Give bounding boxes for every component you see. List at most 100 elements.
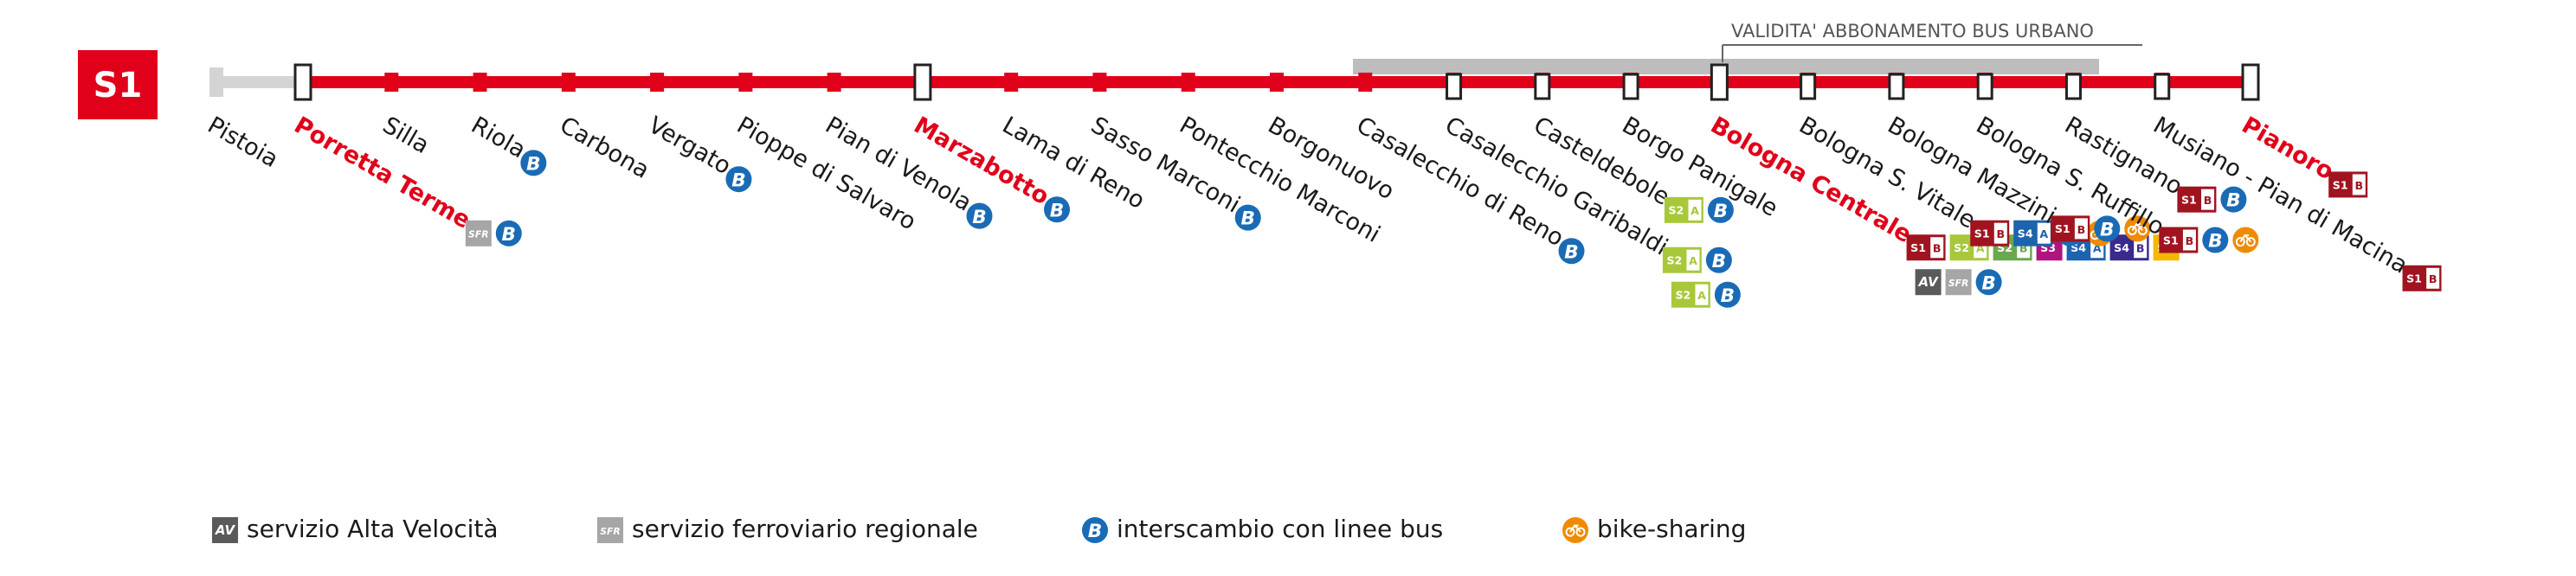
- station-name: Riola: [467, 112, 530, 163]
- bus-interchange-icon: B: [1082, 517, 1108, 543]
- svg-text:S1: S1: [1974, 227, 1990, 240]
- service-s1b-badge: S1 B: [1906, 234, 1946, 261]
- bus-interchange-icon: B: [2202, 227, 2229, 253]
- station-name: Carbona: [555, 112, 654, 184]
- svg-text:S4: S4: [2018, 227, 2033, 240]
- legend-text: servizio Alta Velocità: [247, 515, 499, 543]
- svg-text:A: A: [1689, 254, 1697, 267]
- svg-text:B: B: [1981, 272, 1995, 294]
- bus-interchange-icon: B: [966, 202, 993, 229]
- legend-text: servizio ferroviario regionale: [632, 515, 978, 543]
- svg-text:S2: S2: [1954, 241, 1969, 254]
- service-s2a-badge: S2 A: [1671, 281, 1710, 308]
- bus-interchange-icon: B: [495, 220, 522, 246]
- svg-text:B: B: [1714, 201, 1728, 222]
- bus-interchange-icon: B: [520, 150, 547, 176]
- bike-sharing-icon: [1562, 517, 1588, 543]
- svg-text:B: B: [2077, 223, 2086, 236]
- av-service-icon: AV: [212, 517, 238, 543]
- service-s2a-badge: S2 A: [1664, 196, 1703, 223]
- station-name: Pistoia: [203, 112, 283, 173]
- svg-text:B: B: [1721, 285, 1735, 307]
- bike-sharing-icon: [2232, 227, 2259, 253]
- line-badge: S1: [78, 50, 158, 119]
- svg-text:A: A: [1976, 242, 1985, 255]
- bus-interchange-icon: B: [1714, 281, 1741, 308]
- svg-text:B: B: [2226, 190, 2240, 212]
- svg-text:S1: S1: [2163, 234, 2179, 246]
- bike-sharing-icon: [2124, 215, 2151, 242]
- bus-interchange-icon: B: [1044, 196, 1071, 223]
- svg-text:A: A: [1697, 289, 1706, 302]
- station-name: Vergato: [644, 112, 736, 180]
- svg-text:B: B: [1564, 241, 1578, 263]
- station-name: Sasso Marconi: [1086, 112, 1245, 218]
- svg-text:S1: S1: [2181, 193, 2197, 206]
- svg-text:B: B: [731, 170, 745, 191]
- svg-text:S2: S2: [1666, 254, 1682, 267]
- service-s1b-badge: S1 B: [2159, 227, 2199, 253]
- legend-text: interscambio con linee bus: [1117, 515, 1443, 543]
- bus-interchange-icon: B: [1707, 196, 1734, 223]
- av-service-icon: AV: [1915, 269, 1942, 296]
- svg-text:SFR: SFR: [1948, 278, 1968, 289]
- bus-interchange-icon: B: [1234, 204, 1261, 231]
- station-name: Silla: [378, 112, 434, 159]
- bus-interchange-icon: B: [1705, 246, 1732, 273]
- station-bologna-centrale: Bologna CentraleS1BS2AS2BS3S4AS4BS5AVSFR…: [1706, 63, 2180, 296]
- bus-interchange-icon: B: [725, 166, 752, 193]
- service-s2a-badge: S2 A: [1662, 246, 1702, 273]
- svg-text:A: A: [2093, 242, 2102, 255]
- svg-text:B: B: [526, 154, 540, 176]
- svg-text:B: B: [502, 224, 516, 246]
- svg-text:B: B: [1241, 208, 1255, 230]
- sfr-service-icon: SFR: [1945, 269, 1972, 296]
- legend-item-servizio-alta-velocit: AV servizio Alta Velocità: [212, 515, 499, 543]
- svg-text:AV: AV: [1917, 274, 1939, 290]
- svg-text:AV: AV: [215, 522, 236, 538]
- svg-text:A: A: [1690, 204, 1699, 217]
- svg-text:B: B: [2429, 272, 2438, 285]
- svg-text:B: B: [1050, 200, 1064, 221]
- bus-zone-label: VALIDITA' ABBONAMENTO BUS URBANO: [1731, 21, 2094, 42]
- bus-interchange-icon: B: [2220, 186, 2247, 213]
- svg-text:S1: S1: [2055, 222, 2070, 235]
- svg-text:S1: S1: [2406, 272, 2422, 285]
- line-code: S1: [93, 66, 143, 106]
- service-s1b-badge: S1 B: [2177, 186, 2217, 213]
- svg-text:S2: S2: [1675, 289, 1690, 302]
- svg-text:SFR: SFR: [600, 526, 620, 537]
- bus-interchange-icon: B: [1558, 238, 1585, 265]
- service-s1b-badge: S1 B: [2402, 265, 2442, 291]
- bus-interchange-icon: B: [1975, 269, 2002, 296]
- svg-text:B: B: [1933, 242, 1942, 255]
- svg-text:B: B: [2100, 219, 2114, 240]
- svg-text:B: B: [1712, 251, 1726, 272]
- svg-text:S1: S1: [1910, 241, 1926, 254]
- svg-text:B: B: [972, 207, 986, 228]
- svg-text:B: B: [2354, 179, 2363, 192]
- svg-text:SFR: SFR: [468, 229, 488, 240]
- station-carbona: Carbona: [555, 73, 654, 184]
- svg-text:B: B: [2204, 194, 2212, 207]
- legend-text: bike-sharing: [1597, 515, 1746, 543]
- svg-text:B: B: [2136, 242, 2145, 255]
- legend-item-bike-sharing: bike-sharing: [1562, 515, 1746, 543]
- svg-text:S2: S2: [1668, 204, 1684, 217]
- bus-interchange-icon: B: [2094, 215, 2121, 242]
- sfr-service-icon: SFR: [597, 517, 623, 543]
- service-s1b-badge: S1 B: [2051, 215, 2090, 242]
- svg-text:B: B: [1088, 521, 1102, 542]
- legend-item-servizio-ferroviario-regionale: SFR servizio ferroviario regionale: [597, 515, 978, 543]
- svg-text:S4: S4: [2114, 241, 2129, 254]
- svg-text:B: B: [2186, 234, 2194, 247]
- svg-text:B: B: [2019, 242, 2028, 255]
- sfr-service-icon: SFR: [465, 220, 492, 246]
